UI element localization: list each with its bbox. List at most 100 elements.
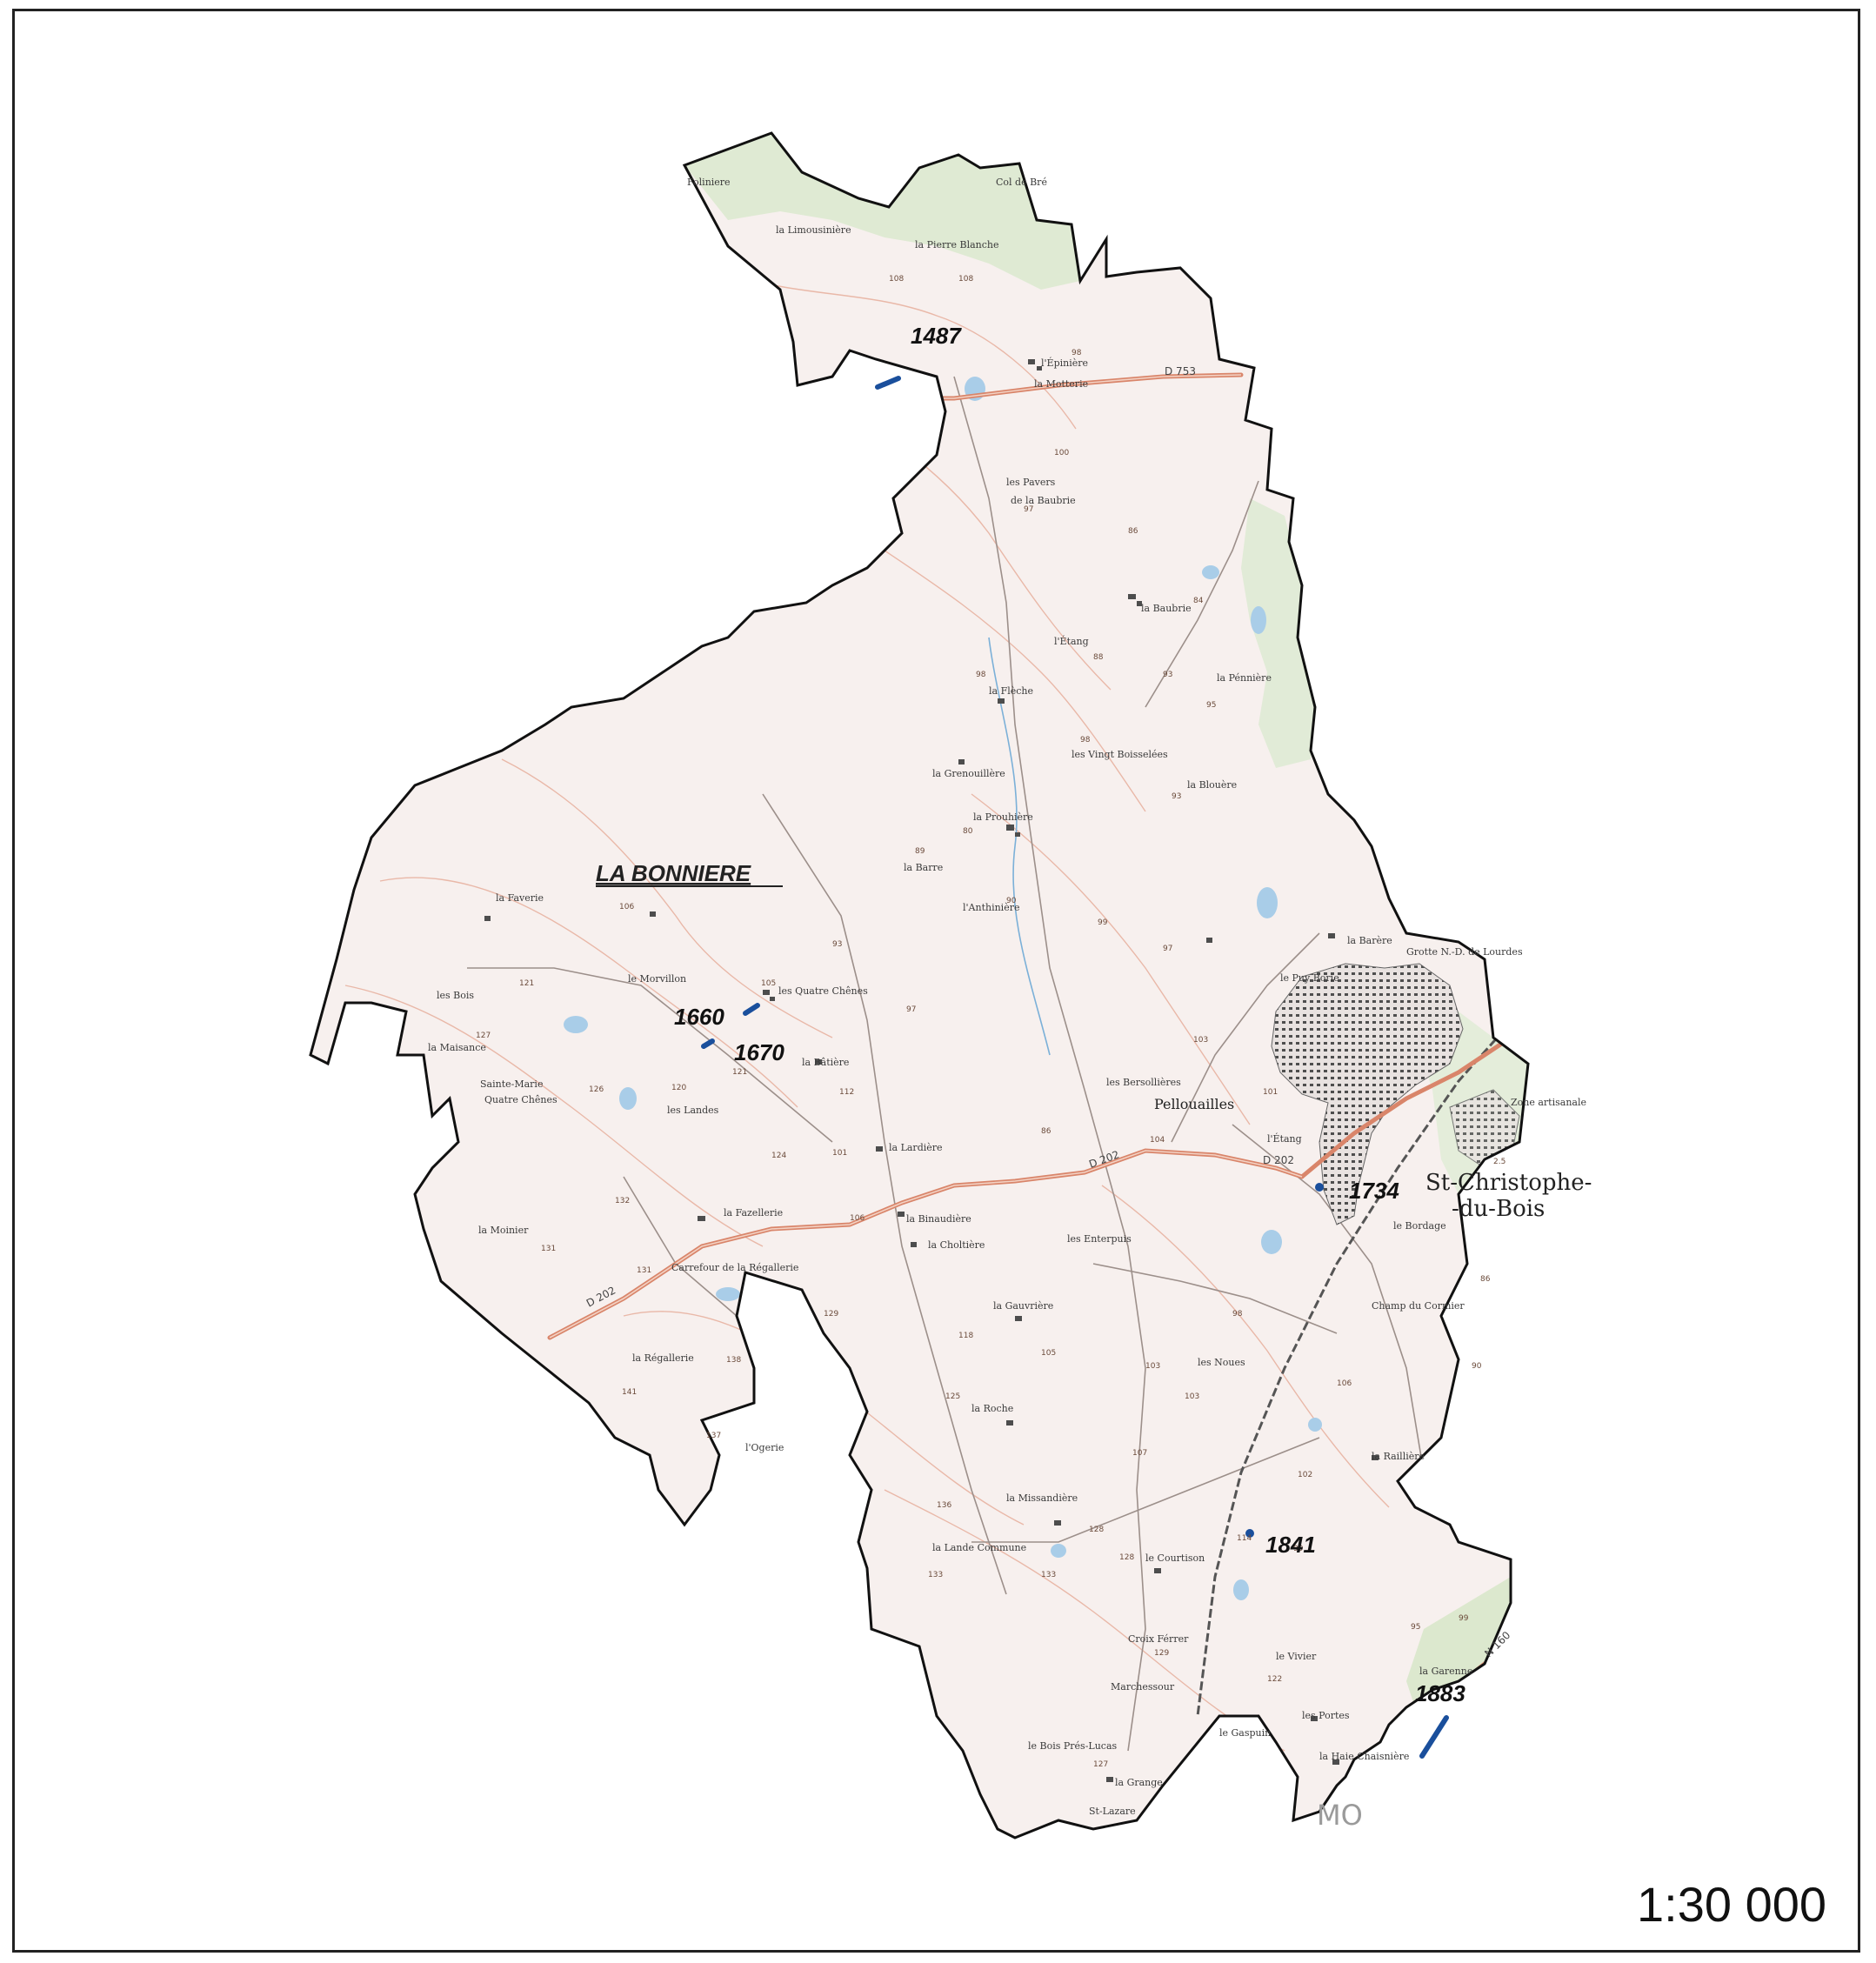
place-la-roche: la Roche [971,1403,1013,1414]
place-name-labels: Foliniere Col de Bré la Limousinière la … [428,177,1586,1817]
site-marker-1487[interactable] [875,376,901,390]
site-markers [701,376,1449,1759]
svg-text:97: 97 [1024,505,1033,514]
map-frame: D 753 D 202 D 202 D 202 N 160 Foliniere … [12,9,1860,1953]
svg-text:95: 95 [1206,701,1216,710]
svg-text:100: 100 [1054,449,1069,457]
place-la-peniere: la Pénnière [1217,672,1272,684]
svg-text:127: 127 [1093,1760,1108,1769]
svg-text:133: 133 [928,1571,943,1579]
place-la-gauvriere: la Gauvrière [993,1300,1053,1312]
place-l-etang-e: l'Étang [1267,1132,1302,1145]
place-grotte-nd-lourdes: Grotte N.-D. de Lourdes [1406,946,1523,958]
svg-text:125: 125 [945,1392,960,1401]
place-l-etang-n: l'Étang [1054,635,1089,647]
svg-text:102: 102 [1298,1471,1312,1479]
place-le-bois-pres-lucas: le Bois Prés-Lucas [1028,1740,1118,1752]
svg-text:80: 80 [963,827,973,836]
zone-name-la-bonniere: LA BONNIERE [596,860,751,886]
svg-text:86: 86 [1480,1275,1491,1284]
place-le-morvillon: le Morvillon [628,973,686,985]
place-la-moinier: la Moinier [478,1225,529,1236]
svg-text:89: 89 [915,847,925,856]
place-la-baubrie: la Baubrie [1141,603,1192,614]
svg-text:137: 137 [706,1432,721,1440]
place-la-fazellerie: la Fazellerie [724,1207,783,1219]
svg-text:99: 99 [1459,1614,1469,1623]
site-marker-1660[interactable] [743,1003,760,1016]
svg-text:126: 126 [589,1085,604,1094]
place-pellouailles: Pellouailles [1154,1096,1234,1112]
svg-text:98: 98 [1072,349,1082,357]
svg-text:90: 90 [1472,1362,1482,1371]
place-la-railliere: la Raillière [1372,1451,1425,1462]
site-marker-1841[interactable] [1245,1529,1254,1538]
contour-lines [344,271,1390,1752]
place-la-foliniere: Foliniere [687,177,731,188]
svg-text:108: 108 [889,275,904,284]
place-la-barre: la Barre [904,862,943,873]
svg-text:132: 132 [615,1197,630,1205]
place-la-motterie: la Motterie [1034,378,1088,390]
neighbor-commune-fragment: MO [1317,1799,1363,1832]
site-label-1660: 1660 [674,1004,724,1030]
svg-text:101: 101 [1263,1088,1278,1097]
svg-text:114: 114 [1237,1534,1252,1543]
svg-text:106: 106 [850,1214,865,1223]
place-la-batiere: la Bâtière [802,1057,849,1068]
place-marchessour: Marchessour [1111,1681,1175,1693]
site-label-1841: 1841 [1265,1532,1316,1558]
svg-text:124: 124 [771,1152,786,1160]
place-croix-ferrer: Croix Férrer [1128,1633,1189,1645]
svg-text:93: 93 [1163,671,1172,679]
svg-text:98: 98 [976,671,986,679]
svg-text:90: 90 [1006,897,1017,905]
svg-text:103: 103 [1145,1362,1160,1371]
svg-text:88: 88 [1093,653,1104,662]
svg-text:98: 98 [1232,1310,1243,1319]
place-les-bois: les Bois [437,990,474,1001]
svg-text:121: 121 [519,979,534,988]
svg-text:101: 101 [832,1149,847,1158]
svg-text:2.5: 2.5 [1493,1158,1505,1166]
place-la-limousiniere: la Limousinière [776,224,851,236]
place-le-puy-borie: le Puy Borie [1280,972,1339,984]
place-les-quatre-chenes: les Quatre Chênes [778,985,868,997]
site-marker-1883[interactable] [1419,1715,1449,1759]
woodland-southeast [1406,1577,1511,1707]
place-le-gaspuin: le Gaspuin [1219,1727,1271,1739]
place-de-la-baubrie: de la Baubrie [1011,495,1076,506]
svg-text:108: 108 [958,275,973,284]
place-la-prouhiere: la Prouhière [973,811,1033,823]
place-la-missandiere: la Missandière [1006,1492,1078,1504]
svg-text:127: 127 [476,1032,491,1040]
svg-text:97: 97 [1163,945,1172,953]
svg-text:121: 121 [732,1068,747,1077]
svg-text:129: 129 [824,1310,838,1319]
site-marker-1734[interactable] [1315,1183,1324,1192]
place-champ-du-cormier: Champ du Cormier [1372,1300,1465,1312]
svg-text:107: 107 [1132,1449,1147,1458]
svg-text:133: 133 [1041,1571,1056,1579]
svg-text:104: 104 [1150,1136,1165,1145]
town-name-line1: St-Christophe- [1425,1170,1592,1196]
place-la-grenouillere: la Grenouillère [932,768,1005,779]
place-carrefour-regallerie: Carrefour de la Régallerie [671,1262,798,1273]
svg-text:93: 93 [832,940,842,949]
place-les-vingt-boisselees: les Vingt Boisselées [1072,749,1168,760]
place-l-anthiniere: l'Anthinière [963,902,1019,913]
svg-text:128: 128 [1089,1526,1104,1534]
svg-text:138: 138 [726,1356,741,1365]
svg-text:106: 106 [619,903,634,911]
svg-text:105: 105 [1041,1349,1056,1358]
commune-area [310,133,1528,1838]
site-marker-1670[interactable] [701,1038,715,1049]
svg-text:131: 131 [637,1266,651,1275]
place-la-binaudiere: la Binaudière [906,1213,971,1225]
svg-text:99: 99 [1098,918,1108,927]
place-la-choltiere: la Choltière [928,1239,985,1251]
place-l-epiniere: l'Épinière [1041,357,1088,369]
svg-text:97: 97 [906,1005,916,1014]
water-bodies [564,377,1322,1600]
place-st-lazare: St-Lazare [1089,1806,1136,1817]
